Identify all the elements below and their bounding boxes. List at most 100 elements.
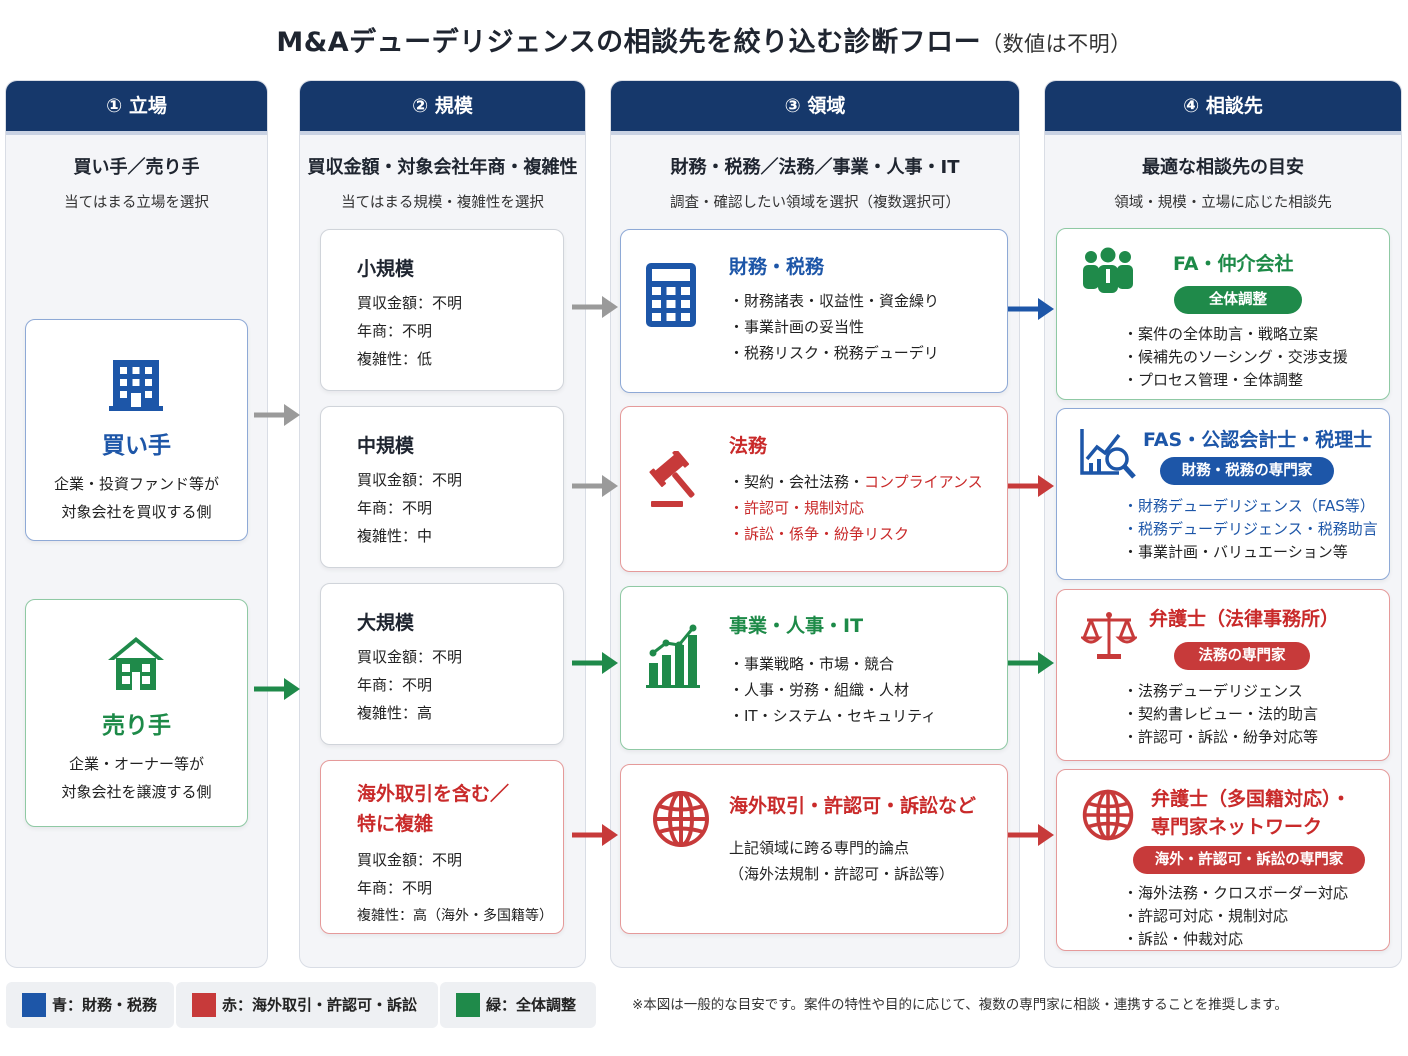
- advisor-card-lawyer: 弁護士（法律事務所） 法務の専門家 ・法務デューデリジェンス ・契約書レビュー・…: [1056, 589, 1390, 761]
- domain-item-part: ・契約・会社法務・: [729, 473, 865, 491]
- legend-item-red: 赤：海外取引・許認可・訴訟: [176, 982, 438, 1028]
- advisor-title-line2: 専門家ネットワーク: [1151, 816, 1323, 838]
- office-building-icon: [109, 360, 163, 411]
- analysis-magnifier-icon: [1080, 429, 1136, 479]
- advisor-item: ・海外法務・クロスボーダー対応: [1123, 884, 1349, 902]
- domain-card-international: 海外取引・許認可・訴訟など 上記領域に跨る専門的論点 （海外法規制・許認可・訴訟…: [620, 764, 1008, 934]
- advisor-badge: 全体調整: [1174, 286, 1302, 314]
- advisor-title: FA・仲介会社: [1173, 253, 1294, 275]
- advisor-card-international-lawyer: 弁護士（多国籍対応）・ 専門家ネットワーク 海外・許認可・訴訟の専門家 ・海外法…: [1056, 769, 1390, 951]
- arrow-finance-to-advisor: [1008, 298, 1054, 320]
- column-position: ① 立場 買い手／売り手 当てはまる立場を選択 買い手 企業・投資ファンド等が …: [5, 80, 268, 968]
- advisor-items: ・財務デューデリジェンス（FAS等） ・税務デューデリジェンス・税務助言 ・事業…: [1123, 495, 1378, 564]
- advisor-title-line1: 弁護士（多国籍対応）・: [1151, 788, 1351, 810]
- column-header: ② 規模: [300, 81, 585, 135]
- domain-item-highlight: コンプライアンス: [864, 473, 983, 491]
- advisor-item: ・財務デューデリジェンス（FAS等）: [1123, 497, 1375, 515]
- column-domain: ③ 領域 財務・税務／法務／事業・人事・IT 調査・確認したい領域を選択（複数選…: [610, 80, 1020, 968]
- arrow-buyer-to-scale: [254, 404, 300, 426]
- domain-items: ・財務諸表・収益性・資金繰り ・事業計画の妥当性 ・税務リスク・税務デューデリ: [729, 288, 939, 366]
- role-desc-line: 企業・オーナー等が: [68, 755, 204, 773]
- role-desc-line: 企業・投資ファンド等が: [53, 475, 219, 493]
- legend-swatch: [22, 993, 46, 1017]
- legend-item-blue: 青：財務・税務: [6, 982, 174, 1028]
- advisor-title: FAS・公認会計士・税理士: [1143, 429, 1373, 451]
- role-description-seller: 企業・オーナー等が 対象会社を譲渡する側: [26, 750, 247, 806]
- domain-item: ・財務諸表・収益性・資金繰り: [729, 292, 940, 310]
- footnote: ※本図は一般的な目安です。案件の特性や目的に応じて、複数の専門家に相談・連携する…: [632, 997, 1288, 1013]
- arrow-large-to-domain: [572, 652, 618, 674]
- title-text: M&Aデューデリジェンスの相談先を絞り込む診断フロー: [276, 27, 982, 58]
- size-card-large: 大規模 買収金額：不明 年商：不明 複雑性：高: [320, 583, 564, 745]
- legend-label: 緑：全体調整: [486, 996, 577, 1014]
- advisor-badge: 財務・税務の専門家: [1160, 457, 1334, 485]
- domain-item: ・許認可・規制対応: [729, 499, 865, 517]
- column-description: 当てはまる立場を選択: [64, 195, 209, 211]
- domain-item: （海外法規制・許認可・訴訟等）: [729, 865, 955, 883]
- size-amount: 買収金額：不明: [357, 648, 463, 666]
- gavel-icon: [649, 451, 695, 507]
- advisor-badge: 海外・許認可・訴訟の専門家: [1133, 846, 1365, 874]
- legend-label: 青：財務・税務: [52, 996, 158, 1014]
- domain-item: ・契約・会社法務・コンプライアンス: [729, 469, 983, 495]
- domain-title: 法務: [729, 435, 768, 457]
- arrow-legal-to-advisor: [1008, 475, 1054, 497]
- advisor-item: ・法務デューデリジェンス: [1123, 682, 1303, 700]
- size-complexity: 複雑性：高（海外・多国籍等）: [357, 908, 553, 924]
- advisor-items: ・案件の全体助言・戦略立案 ・候補先のソーシング・交渉支援 ・プロセス管理・全体…: [1123, 323, 1348, 392]
- arrow-international-to-advisor: [1008, 824, 1054, 846]
- title-note: （数値は不明）: [981, 32, 1132, 56]
- advisor-item: ・契約書レビュー・法的助言: [1123, 705, 1319, 723]
- domain-items: ・事業戦略・市場・競合 ・人事・労務・組織・人材 ・IT・システム・セキュリティ: [729, 651, 936, 729]
- size-sales: 年商：不明: [357, 879, 433, 897]
- role-card-buyer: 買い手 企業・投資ファンド等が 対象会社を買収する側: [25, 319, 248, 541]
- domain-items: 上記領域に跨る専門的論点 （海外法規制・許認可・訴訟等）: [729, 835, 954, 887]
- advisor-item: ・候補先のソーシング・交渉支援: [1123, 348, 1348, 366]
- arrow-complex-to-domain: [572, 824, 618, 846]
- domain-title: 海外取引・許認可・訴訟など: [729, 795, 977, 817]
- size-sales: 年商：不明: [357, 676, 433, 694]
- advisor-item: ・訴訟・仲裁対応: [1123, 930, 1244, 948]
- domain-item: ・事業戦略・市場・競合: [729, 655, 895, 673]
- people-group-icon: [1083, 247, 1133, 293]
- advisor-card-fa: FA・仲介会社 全体調整 ・案件の全体助言・戦略立案 ・候補先のソーシング・交渉…: [1056, 228, 1390, 400]
- growth-chart-icon: [646, 624, 700, 688]
- size-sales: 年商：不明: [357, 499, 433, 517]
- domain-item: ・税務リスク・税務デューデリ: [729, 344, 939, 362]
- column-subtitle: 財務・税務／法務／事業・人事・IT: [670, 157, 960, 178]
- legend-swatch: [456, 993, 480, 1017]
- arrow-medium-to-domain: [572, 475, 618, 497]
- column-header: ④ 相談先: [1045, 81, 1401, 135]
- size-title-line2: 特に複雑: [357, 813, 434, 835]
- globe-icon: [653, 791, 709, 847]
- column-description: 当てはまる規模・複雑性を選択: [341, 195, 544, 211]
- size-card-medium: 中規模 買収金額：不明 年商：不明 複雑性：中: [320, 406, 564, 568]
- role-desc-line: 対象会社を買収する側: [61, 503, 212, 521]
- legend-item-green: 緑：全体調整: [440, 982, 596, 1028]
- column-subtitle: 買い手／売り手: [73, 157, 200, 178]
- domain-title: 事業・人事・IT: [729, 615, 864, 637]
- size-sales: 年商：不明: [357, 322, 433, 340]
- size-title: 小規模: [357, 258, 415, 280]
- domain-item: ・IT・システム・セキュリティ: [729, 707, 937, 725]
- globe-icon: [1082, 789, 1134, 841]
- advisor-items: ・海外法務・クロスボーダー対応 ・許認可対応・規制対応 ・訴訟・仲裁対応: [1123, 882, 1348, 951]
- advisor-item: ・税務デューデリジェンス・税務助言: [1123, 520, 1378, 538]
- domain-card-finance: 財務・税務 ・財務諸表・収益性・資金繰り ・事業計画の妥当性 ・税務リスク・税務…: [620, 229, 1008, 393]
- house-icon: [108, 637, 164, 690]
- calculator-icon: [646, 263, 696, 327]
- domain-item: ・訴訟・係争・紛争リスク: [729, 525, 910, 543]
- advisor-item: ・案件の全体助言・戦略立案: [1123, 325, 1319, 343]
- column-description: 調査・確認したい領域を選択（複数選択可）: [670, 195, 960, 211]
- advisor-title: 弁護士（法律事務所）: [1149, 608, 1340, 630]
- role-title-buyer: 買い手: [102, 433, 171, 459]
- size-complexity: 複雑性：高: [357, 704, 433, 722]
- advisor-card-fas: FAS・公認会計士・税理士 財務・税務の専門家 ・財務デューデリジェンス（FAS…: [1056, 408, 1390, 580]
- scales-icon: [1081, 612, 1137, 659]
- advisor-items: ・法務デューデリジェンス ・契約書レビュー・法的助言 ・許認可・訴訟・紛争対応等: [1123, 680, 1318, 749]
- column-subtitle: 買収金額・対象会社年商・複雑性: [307, 157, 578, 178]
- role-description-buyer: 企業・投資ファンド等が 対象会社を買収する側: [26, 470, 247, 526]
- advisor-item: ・許認可・訴訟・紛争対応等: [1123, 728, 1319, 746]
- advisor-item: ・プロセス管理・全体調整: [1123, 371, 1304, 389]
- arrow-business-to-advisor: [1008, 652, 1054, 674]
